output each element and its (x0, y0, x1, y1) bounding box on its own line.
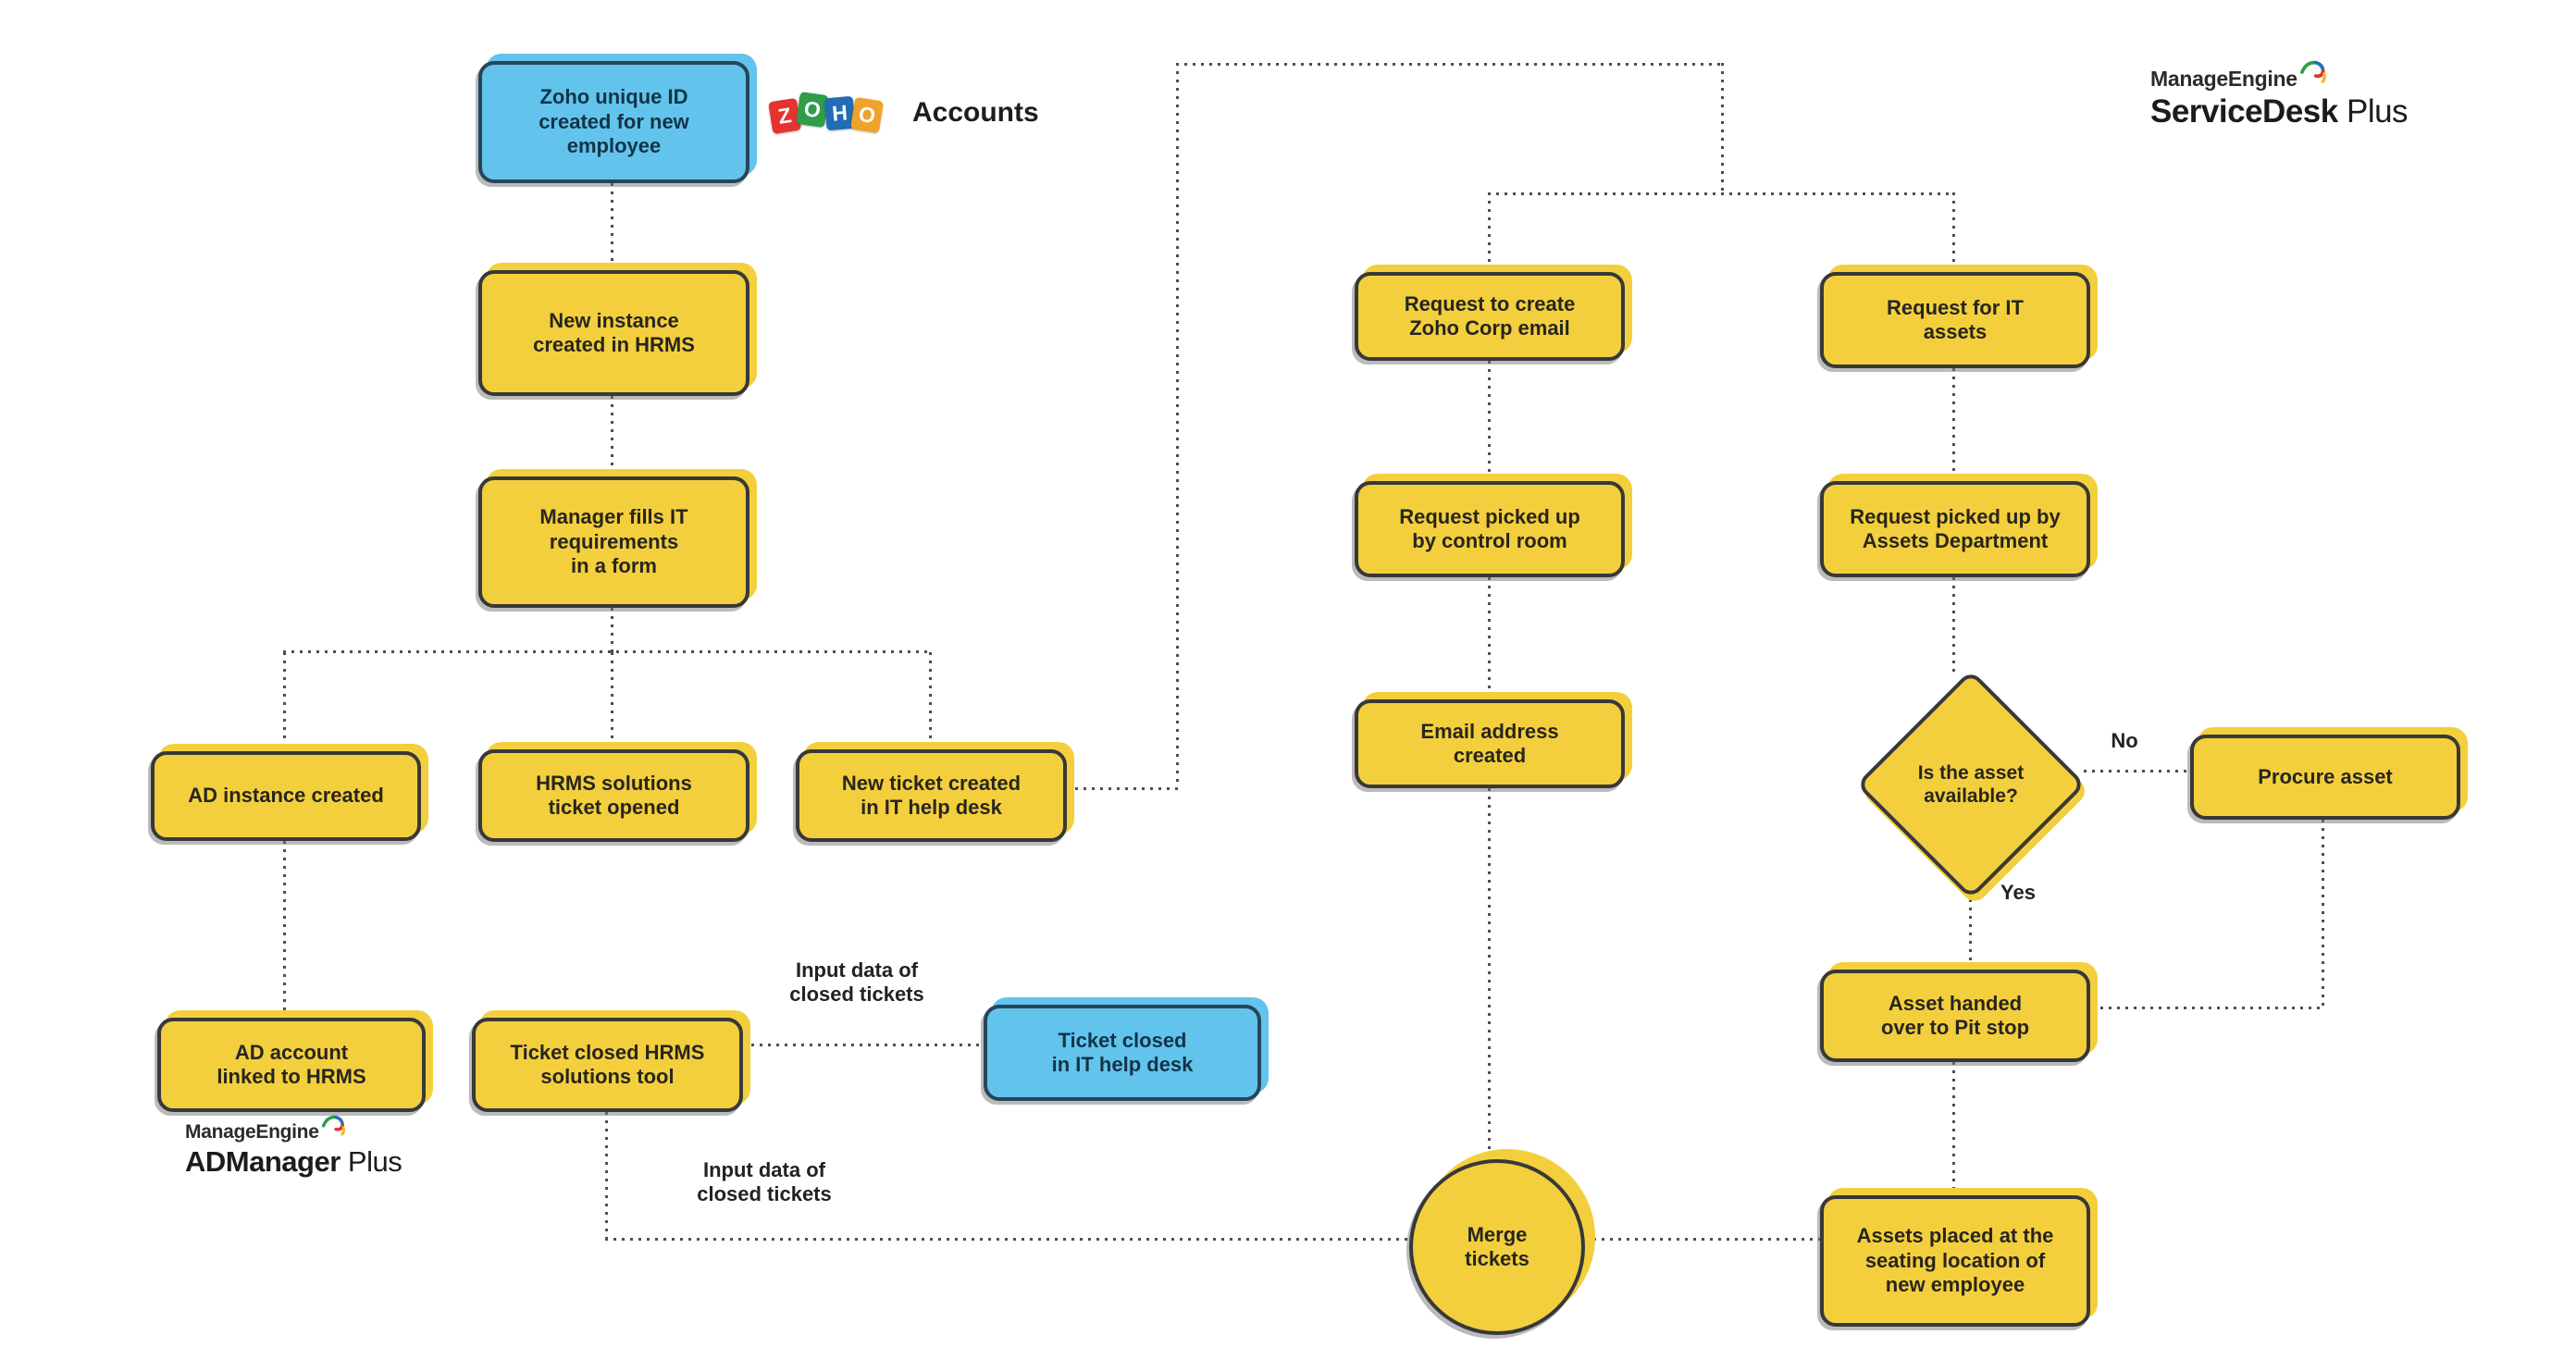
connector-newticket-right (1067, 787, 1178, 790)
connector-dept-diamond (1952, 577, 1955, 672)
manageengine-wordmark: ManageEngine (185, 1121, 319, 1143)
admanager-edition: Plus (347, 1145, 402, 1178)
node-procure-asset: Procure asset (2190, 735, 2460, 820)
node-request-it-assets: Request for IT assets (1820, 272, 2090, 368)
connector-split-requestemail (1488, 192, 1491, 272)
connector-pitstop-assetsplaced (1952, 1062, 1955, 1195)
zoho-tile-o1: O (796, 92, 829, 129)
node-asset-handed-pitstop: Asset handed over to Pit stop (1820, 970, 2090, 1062)
connector-bottom-to-merge (605, 1238, 1409, 1241)
node-new-ticket-it-helpdesk: New ticket created in IT help desk (796, 749, 1067, 842)
connector-split-requestassets (1952, 192, 1955, 272)
zoho-accounts-label: Accounts (912, 96, 1039, 128)
node-zoho-unique-id: Zoho unique ID created for new employee (478, 61, 749, 183)
connector-branch-adinstance (283, 652, 286, 751)
node-ticket-closed-hrms: Ticket closed HRMS solutions tool (472, 1018, 743, 1112)
node-merge-tickets: Merge tickets (1409, 1159, 1585, 1335)
connector-no-procure (2084, 770, 2190, 773)
connector-managerform-branch (611, 608, 613, 652)
manageengine-swirl-icon (321, 1115, 345, 1136)
connector-adinstance-adaccount (283, 841, 286, 1018)
node-assets-placed-seating: Assets placed at the seating location of… (1820, 1195, 2090, 1327)
connector-procure-down (2322, 820, 2324, 1009)
connector-split-horizontal (1488, 192, 1954, 195)
label-no: No (2111, 729, 2138, 752)
node-new-instance-hrms: New instance created in HRMS (478, 270, 749, 396)
manageengine-wordmark: ManageEngine (2150, 67, 2297, 91)
servicedesk-plus-logo: ManageEngine ServiceDesk Plus (2150, 60, 2409, 130)
node-email-address-created: Email address created (1355, 699, 1625, 788)
node-manager-fills-form: Manager fills IT requirements in a form (478, 476, 749, 608)
node-ticket-closed-it-helpdesk: Ticket closed in IT help desk (984, 1005, 1261, 1101)
connector-requestassets-dept (1952, 368, 1955, 481)
zoho-logo-icon: Z O H O (768, 92, 885, 135)
admanager-product-name: ADManager (185, 1145, 341, 1178)
connector-branch-hrmsticket (611, 652, 613, 749)
node-request-zoho-email: Request to create Zoho Corp email (1355, 272, 1625, 361)
connector-ticketclosedhrms-ticketclosedit (743, 1044, 984, 1046)
decision-asset-available-label: Is the asset available? (1917, 761, 2025, 807)
zoho-tile-o2: O (849, 96, 885, 134)
servicedesk-product-name: ServiceDesk (2150, 93, 2338, 130)
admanager-plus-logo: ManageEngine ADManager Plus (185, 1115, 402, 1179)
connector-branch-newticket (929, 652, 932, 749)
connector-branch-horizontal (283, 650, 933, 653)
label-input-data-top: Input data of closed tickets (789, 958, 924, 1007)
connector-emailcreated-merge (1488, 788, 1491, 1159)
node-ad-instance-created: AD instance created (151, 751, 421, 841)
connector-control-emailcreated (1488, 577, 1491, 699)
node-hrms-solutions-ticket: HRMS solutions ticket opened (478, 749, 749, 842)
connector-newinstance-managerform (611, 396, 613, 476)
connector-requestemail-control (1488, 361, 1491, 481)
servicedesk-edition: Plus (2346, 93, 2409, 130)
zoho-accounts-logo: Z O H O Accounts (768, 92, 1039, 135)
label-yes: Yes (2000, 881, 2036, 904)
connector-top-horizontal (1176, 63, 1725, 66)
node-request-assets-dept: Request picked up by Assets Department (1820, 481, 2090, 577)
node-ad-account-linked: AD account linked to HRMS (157, 1018, 426, 1112)
connector-newticket-up (1176, 63, 1179, 787)
manageengine-swirl-icon (2299, 60, 2326, 83)
connector-merge-assetsplaced (1585, 1238, 1820, 1241)
node-request-control-room: Request picked up by control room (1355, 481, 1625, 577)
connector-procure-pitstop (2092, 1007, 2323, 1009)
decision-asset-available: Is the asset available? (1855, 669, 2087, 900)
label-input-data-bottom: Input data of closed tickets (697, 1158, 832, 1206)
connector-yes-pitstop (1969, 899, 1972, 970)
connector-ticketclosedhrms-down (605, 1112, 608, 1238)
connector-zohoid-newinstance (611, 183, 613, 270)
connector-top-junction-down (1721, 63, 1724, 192)
